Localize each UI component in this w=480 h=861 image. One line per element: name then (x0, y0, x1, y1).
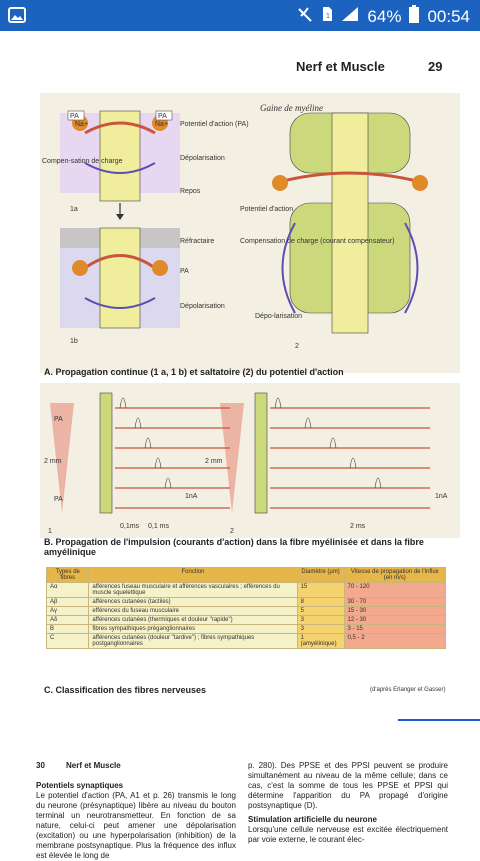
tag-na-right: Na+ (155, 121, 168, 128)
cell: Aδ (45, 615, 90, 625)
caption-c: C. Classification des fibres nerveuses (44, 685, 207, 695)
cell: 5 (296, 606, 345, 616)
label-compensation-right: Compensation de charge (courant compensa… (240, 238, 394, 245)
label-pa-2: PA (180, 268, 189, 275)
cell: 1 (amyélinique) (296, 633, 345, 649)
cell: B (45, 624, 90, 634)
label-repos: Repos (180, 188, 201, 195)
tag-pa-b1: PA (54, 416, 63, 423)
label-gaine: Gaine de myéline (260, 103, 323, 113)
label-pa-right: Potentiel d'action (240, 206, 293, 213)
mute-icon (297, 6, 313, 27)
cell: 12 - 30 (343, 615, 447, 625)
cell: 3 (296, 615, 345, 625)
sim-icon: 1 (321, 6, 333, 27)
cell: 0,5 - 2 (343, 633, 447, 649)
cell: afférences cutanées (thermiques et doule… (88, 615, 298, 625)
tag-b1: 1 (48, 528, 52, 535)
tag-1b: 1b (70, 338, 78, 345)
figure-a: PA PA Na+ Na+ Potentiel d'action (PA) Dé… (40, 93, 460, 373)
cell: C (45, 633, 90, 649)
section-title-1: Potentiels synaptiques (36, 781, 124, 790)
status-bar: 1 64% 00:54 (0, 0, 480, 31)
cell: afférences fuseau musculaire et afférenc… (88, 582, 298, 598)
table-header-row: Types de fibres Fonction Diamètre (µm) V… (45, 567, 447, 583)
column-2b-text: Lorsqu'une cellule nerveuse est excitée … (248, 825, 448, 844)
label-compensation: Compen-sation de charge (42, 158, 123, 165)
tag-pa-left: PA (70, 113, 79, 120)
label-depol-right: Dépo-larisation (255, 313, 302, 320)
caption-a: A. Propagation continue (1 a, 1 b) et sa… (44, 367, 344, 377)
label-pa: Potentiel d'action (PA) (180, 121, 249, 128)
tag-na-left: Na+ (75, 121, 88, 128)
credit: (d'après Erlanger et Gasser) (370, 687, 446, 693)
label-depol: Dépolarisation (180, 155, 225, 162)
cell: afférences cutanées (douleur "tardive") … (88, 633, 298, 649)
gallery-icon (8, 6, 26, 29)
clock: 00:54 (427, 6, 470, 26)
label-2mm-left: 2 mm (44, 458, 62, 465)
th-diametre: Diamètre (µm) (296, 567, 345, 583)
label-depol-2: Dépolarisation (180, 303, 225, 310)
page-number: 29 (428, 59, 443, 74)
page-divider (398, 719, 480, 721)
column-2-text: p. 280). Des PPSE et des PPSI peuvent se… (248, 761, 448, 810)
label-2mm-right: 2 mm (205, 458, 223, 465)
caption-b: B. Propagation de l'impulsion (courants … (44, 537, 424, 557)
tag-pa-right: PA (158, 113, 167, 120)
label-1na-left: 1nA (185, 493, 198, 500)
cell: Aγ (45, 606, 90, 616)
page-header-title: Nerf et Muscle (296, 59, 385, 74)
figure-b: PA PA 2 mm 2 mm 1nA 1nA 0,1ms 0,1 ms 2 m… (40, 383, 460, 538)
label-01ms: 0,1ms (120, 523, 140, 530)
svg-text:1: 1 (326, 13, 330, 20)
th-type: Types de fibres (45, 567, 90, 583)
label-1na-right: 1nA (435, 493, 448, 500)
tag-pa-b2: PA (54, 496, 63, 503)
cell: efférences du fuseau musculaire (88, 606, 298, 616)
cell: 70 - 120 (343, 582, 447, 598)
battery-icon (409, 5, 420, 28)
cell: 30 - 70 (343, 597, 447, 607)
cell: 3 - 15 (343, 624, 447, 634)
cell: Aβ (45, 597, 90, 607)
cell: afférences cutanées (tactiles) (88, 597, 298, 607)
next-page-number: 30 (36, 761, 45, 770)
label-2ms: 2 ms (350, 523, 366, 530)
section-title-2: Stimulation artificielle du neurone (248, 815, 377, 824)
cell: 8 (296, 597, 345, 607)
cell: 3 (296, 624, 345, 634)
label-refractaire: Réfractaire (180, 238, 214, 245)
cell: Aα (45, 582, 90, 598)
next-page-title: Nerf et Muscle (66, 761, 121, 770)
label-01ms-2: 0,1 ms (148, 523, 170, 530)
th-vitesse: Vitesse de propagation de l'influx (en m… (343, 567, 447, 583)
th-fonction: Fonction (88, 567, 298, 583)
signal-icon (341, 6, 359, 27)
tag-2: 2 (295, 343, 299, 350)
cell: 15 (296, 582, 345, 598)
fiber-table: Types de fibres Fonction Diamètre (µm) V… (45, 567, 447, 649)
column-1-text: Le potentiel d'action (PA, A1 et p. 26) … (36, 791, 236, 860)
document-page[interactable]: Nerf et Muscle 29 PA PA Na+ Na+ Potentie… (0, 31, 480, 860)
tag-b2: 2 (230, 528, 234, 535)
tag-1a: 1a (70, 206, 78, 213)
cell: 15 - 30 (343, 606, 447, 616)
battery-percent: 64% (367, 6, 402, 26)
cell: fibres sympathiques préganglionnaires (88, 624, 298, 634)
